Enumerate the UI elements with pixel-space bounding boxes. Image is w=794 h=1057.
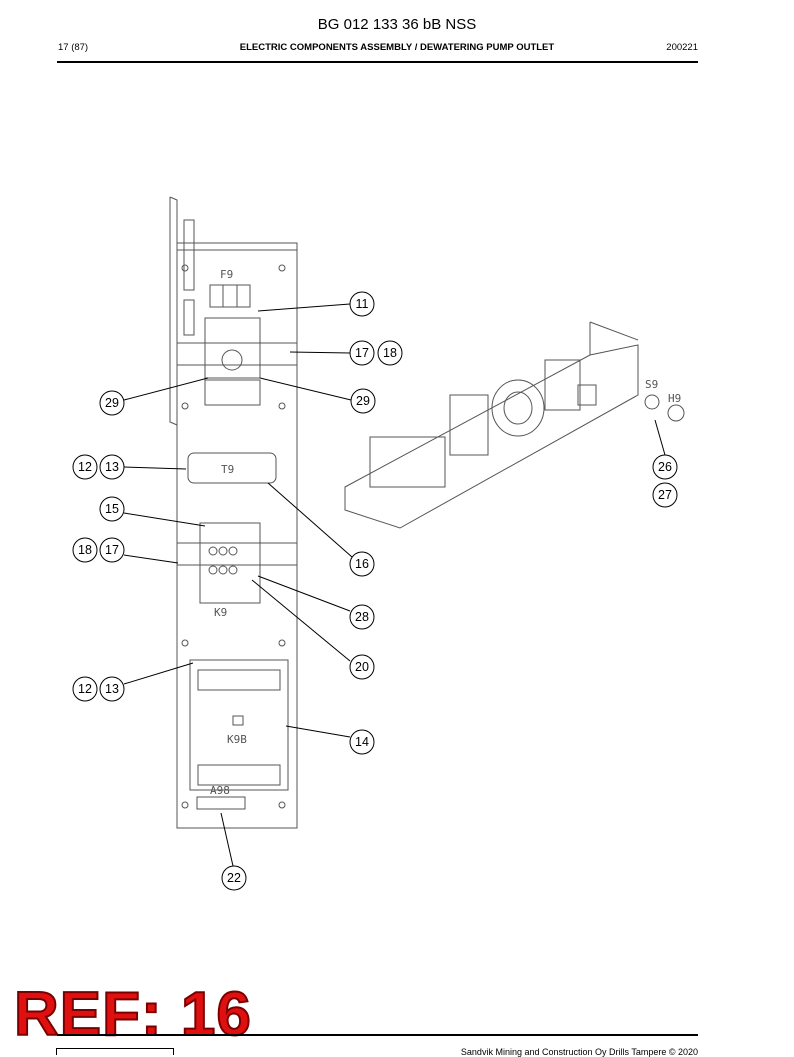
label-h9: H9 [668, 392, 681, 405]
callout-11: 11 [356, 297, 369, 311]
callout-14: 14 [355, 735, 369, 749]
t9-transformer [187, 452, 277, 484]
callout-18: 18 [383, 346, 397, 360]
label-k9b: K9B [227, 733, 247, 746]
header-rule [57, 61, 698, 63]
mounting-plate [176, 242, 298, 829]
callout-20: 20 [355, 660, 369, 674]
footer-rule [57, 1034, 698, 1036]
callout-12: 12 [78, 460, 92, 474]
callout-15: 15 [105, 502, 119, 516]
callout-12-lower: 12 [78, 682, 92, 696]
callout-29-right: 29 [356, 394, 370, 408]
label-s9: S9 [645, 378, 658, 391]
callout-26: 26 [658, 460, 672, 474]
document-date: 200221 [666, 42, 698, 53]
label-t9: T9 [221, 463, 234, 476]
callout-28: 28 [355, 610, 369, 624]
label-k9: K9 [214, 606, 227, 619]
callout-29-left: 29 [105, 396, 119, 410]
callout-13: 13 [105, 460, 119, 474]
f9-breaker [209, 284, 251, 308]
k9b-relay [189, 659, 289, 791]
document-title: BG 012 133 36 bB NSS [317, 16, 477, 33]
label-f9: F9 [220, 268, 233, 281]
a98-terminal [196, 796, 246, 810]
k9-contactor [199, 522, 261, 604]
label-a98: A98 [210, 784, 230, 797]
callout-16: 16 [355, 557, 369, 571]
section-title: ELECTRIC COMPONENTS ASSEMBLY / DEWATERIN… [239, 42, 555, 53]
ref-stamp: REF: 16 [13, 980, 252, 1049]
callout-22: 22 [227, 871, 241, 885]
page-number: 17 (87) [58, 42, 89, 53]
callout-18-left: 18 [78, 543, 92, 557]
callout-17: 17 [355, 346, 369, 360]
copyright-text: Sandvik Mining and Construction Oy Drill… [460, 1047, 698, 1057]
callout-27: 27 [658, 488, 672, 502]
sandvik-logo [56, 1048, 174, 1055]
callout-17-left: 17 [105, 543, 119, 557]
callout-13-lower: 13 [105, 682, 119, 696]
